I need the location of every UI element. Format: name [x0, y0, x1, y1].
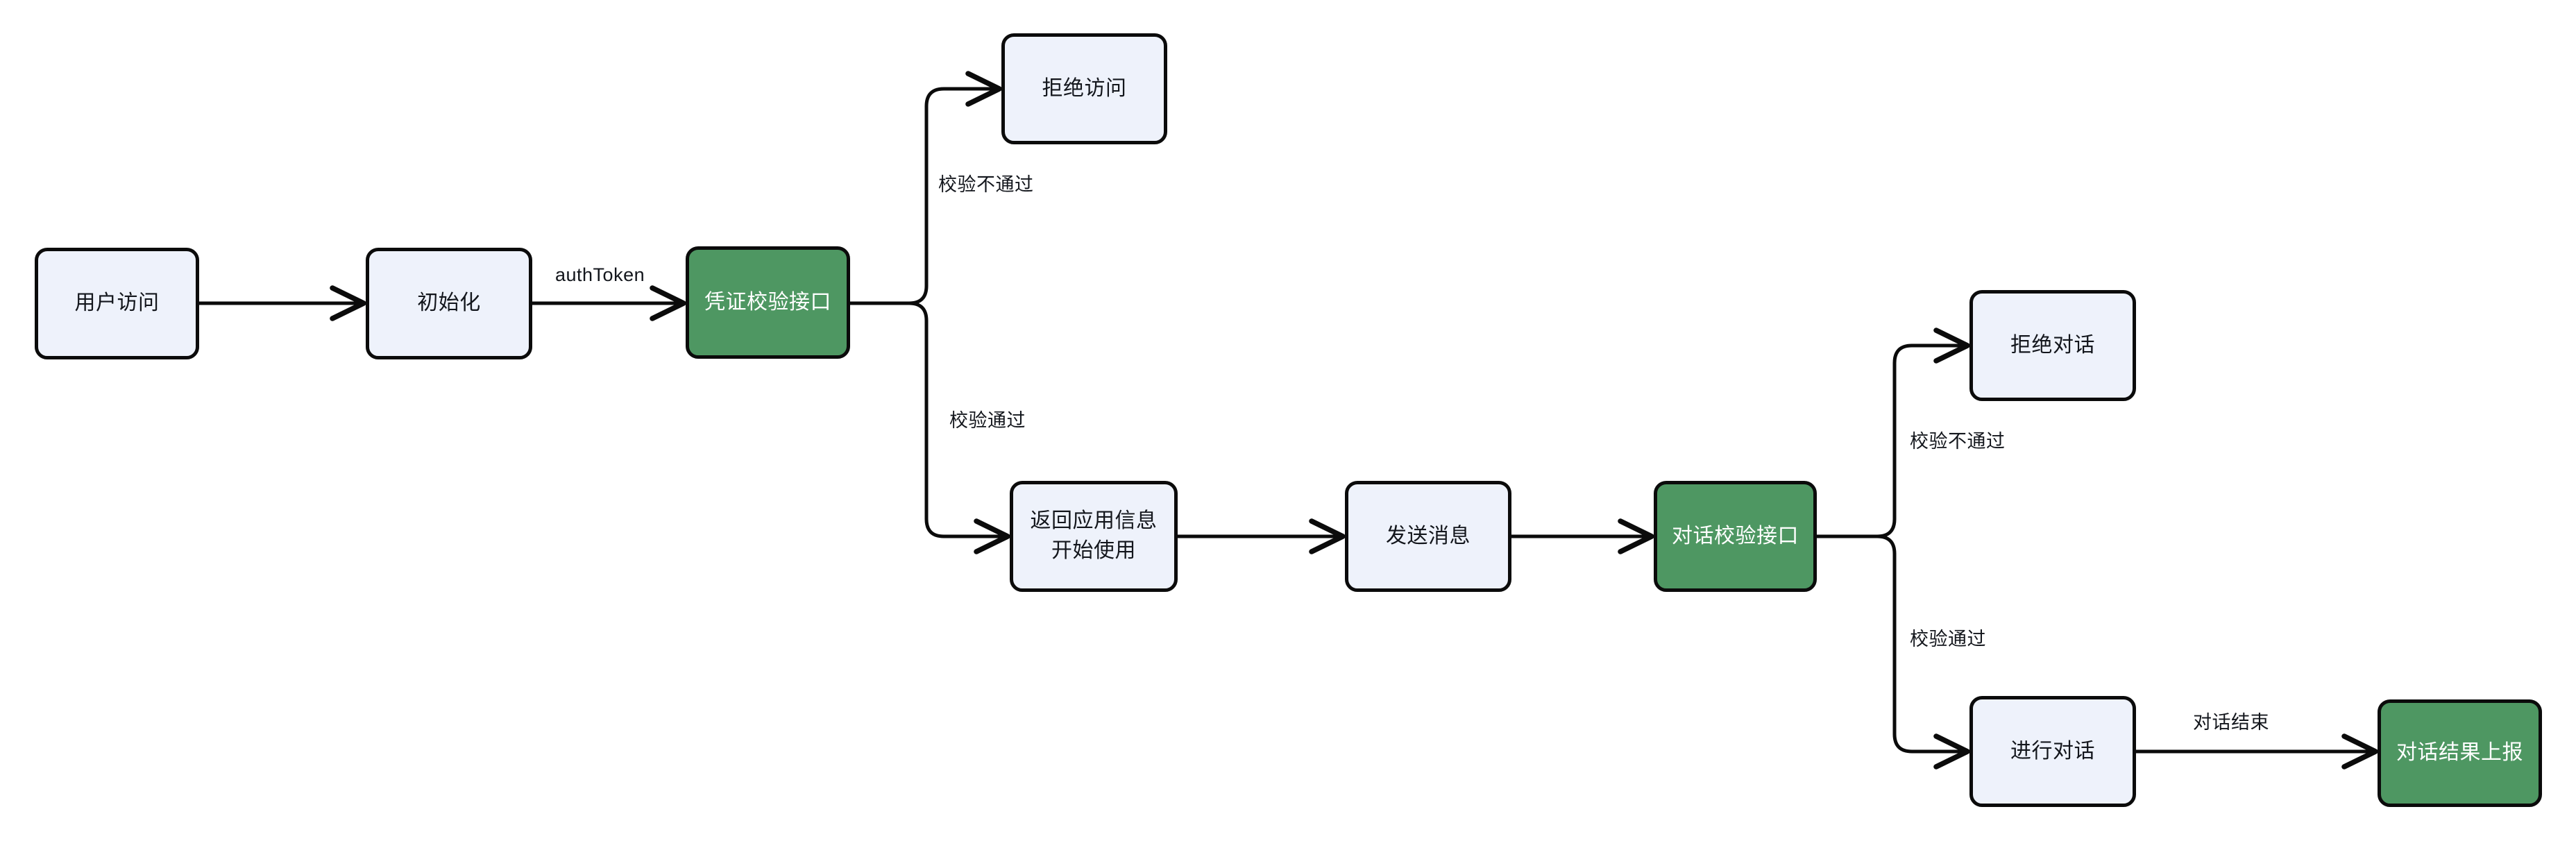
node-label-send-message: 发送消息	[1386, 524, 1471, 547]
node-init[interactable]: 初始化	[366, 248, 532, 359]
node-label-report-result: 对话结果上报	[2396, 741, 2523, 765]
node-deny-chat[interactable]: 拒绝对话	[1969, 290, 2136, 401]
node-cred-verify-api[interactable]: 凭证校验接口	[686, 246, 850, 359]
node-label-cred-verify-api: 凭证校验接口	[704, 290, 831, 314]
edge-label-e-cred-deny: 校验不通过	[938, 174, 1034, 195]
edge-label-e-chatapi-pass: 校验通过	[1910, 629, 1986, 649]
node-return-app-info[interactable]: 返回应用信息 开始使用	[1010, 481, 1178, 592]
node-label-do-chat: 进行对话	[2010, 739, 2095, 763]
edge-label-e-dochat-report: 对话结束	[2193, 712, 2269, 733]
edge-e-cred-deny	[848, 71, 1002, 305]
node-label-deny-access: 拒绝访问	[1042, 76, 1127, 100]
edge-label-e-cred-pass: 校验通过	[949, 410, 1026, 431]
node-label-user-access: 用户访问	[74, 291, 160, 315]
node-report-result[interactable]: 对话结果上报	[2378, 699, 2542, 807]
node-label-chat-verify-api: 对话校验接口	[1672, 524, 1799, 547]
node-user-access[interactable]: 用户访问	[35, 248, 199, 359]
edge-label-e-chatapi-deny: 校验不通过	[1910, 431, 2006, 452]
node-label-init: 初始化	[417, 291, 481, 315]
node-do-chat[interactable]: 进行对话	[1969, 696, 2136, 807]
node-label-return-app-info: 返回应用信息 开始使用	[1030, 509, 1158, 562]
node-label-deny-chat: 拒绝对话	[2010, 333, 2095, 357]
node-send-message[interactable]: 发送消息	[1345, 481, 1511, 592]
node-deny-access[interactable]: 拒绝访问	[1001, 33, 1167, 144]
edge-label-e-init-cred: authToken	[555, 264, 645, 285]
node-chat-verify-api[interactable]: 对话校验接口	[1654, 481, 1817, 592]
